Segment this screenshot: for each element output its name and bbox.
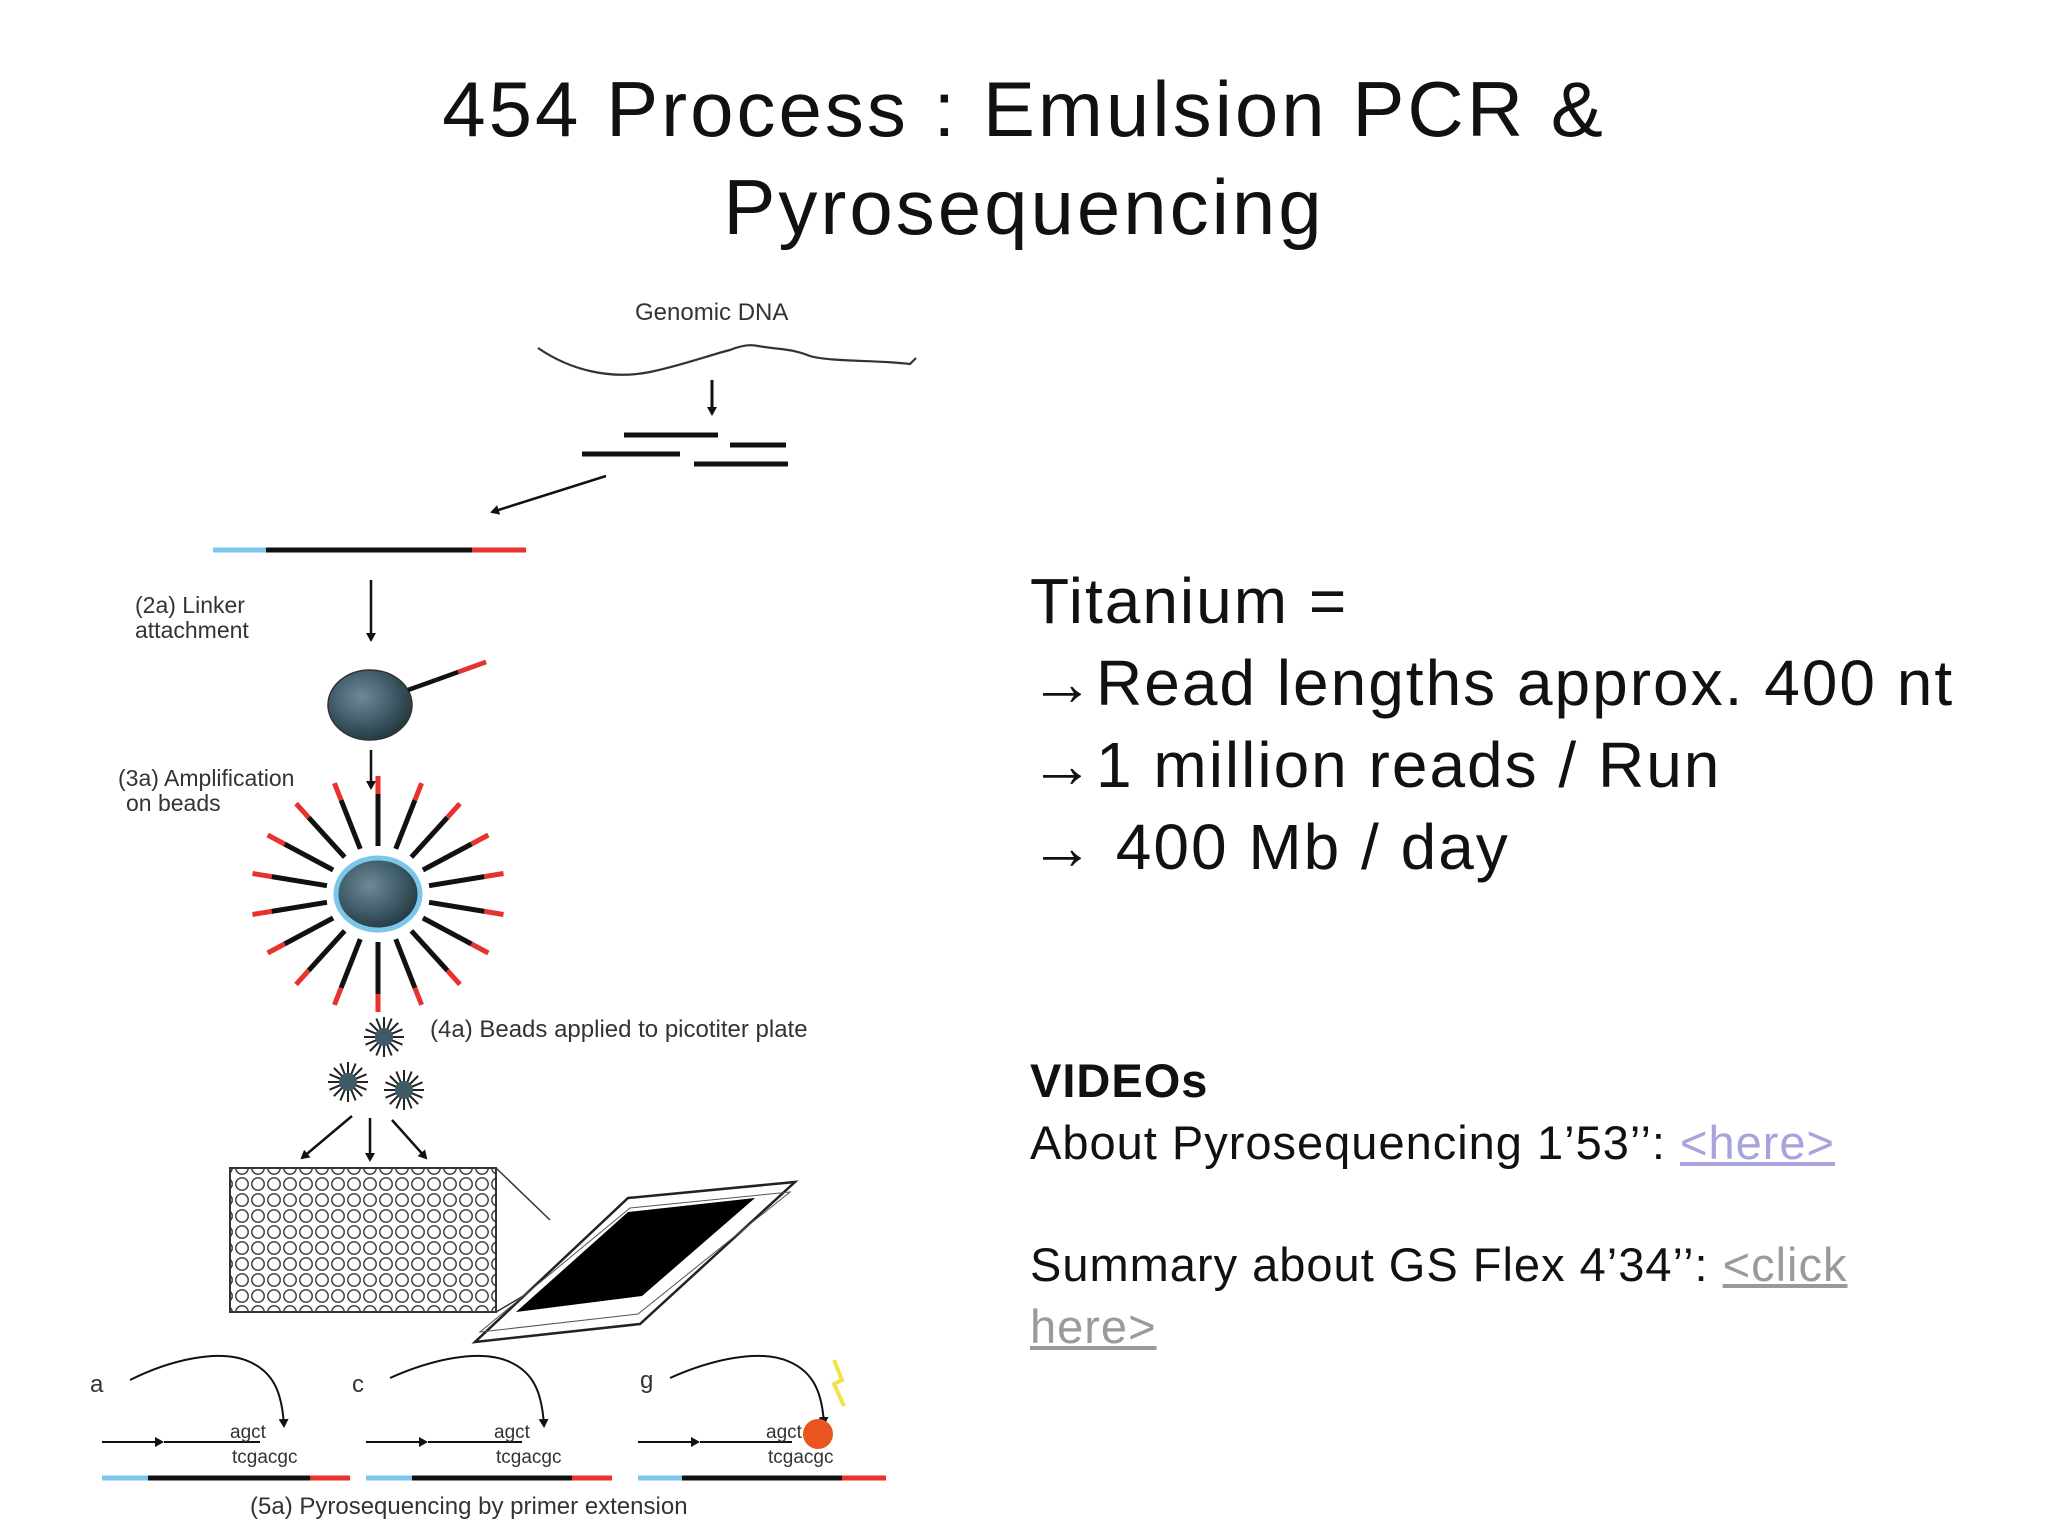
amplified-strand — [421, 915, 473, 947]
small-beads — [328, 1017, 424, 1110]
genomic-dna-strand — [537, 344, 917, 376]
amplified-strand — [306, 815, 347, 859]
video-2-cont: here> — [1030, 1296, 1847, 1358]
picotiter-slide — [471, 1180, 799, 1344]
nucleotide-c-label: c — [352, 1371, 364, 1398]
pyrosequencing-caption: (5a) Pyrosequencing by primer extension — [250, 1493, 688, 1520]
amplified-strand — [421, 841, 473, 873]
amplified-strand — [445, 801, 462, 820]
amplified-strand — [338, 938, 363, 989]
arrow-icon: → — [1030, 647, 1096, 719]
amplified-strand — [306, 929, 347, 973]
amplified-strand — [483, 871, 504, 880]
bullet-mb-per-day: → 400 Mb / day — [1030, 806, 1954, 888]
nucleotide-g-label: g — [640, 1367, 653, 1394]
curved-arrow-a — [129, 1355, 289, 1428]
video-2-link-part-1[interactable]: <click — [1722, 1238, 1848, 1291]
amplified-strand — [294, 968, 311, 987]
amplified-strand — [409, 929, 450, 973]
amplified-strand — [332, 987, 344, 1006]
amplified-strand — [483, 908, 504, 917]
nucleotide-a-label: a — [90, 1371, 104, 1398]
dna-fragments — [582, 432, 788, 467]
slide-title-line-1: 454 Process : Emulsion PCR & — [442, 65, 1606, 153]
slide-title-line-2: Pyrosequencing — [723, 163, 1325, 251]
plate-arrows — [300, 1115, 428, 1162]
seq-agct-c: agct — [494, 1422, 531, 1443]
seq-tcgacgc-c: tcgacgc — [496, 1447, 561, 1468]
amplified-strand — [412, 782, 424, 801]
arrow-icon: → — [1030, 811, 1096, 883]
seq-tcgacgc-a: tcgacgc — [232, 1447, 297, 1468]
bullet-reads-per-run: →1 million reads / Run — [1030, 724, 1954, 806]
amplified-strand — [470, 941, 490, 956]
amplification-label-2: on beads — [126, 790, 221, 816]
curved-arrow-c — [389, 1354, 549, 1428]
titanium-heading: Titanium = — [1030, 565, 1349, 637]
amplified-strand — [332, 782, 344, 801]
videos-section: VIDEOs About Pyrosequencing 1’53’’: <her… — [1030, 1050, 1847, 1358]
amplified-strand — [266, 941, 286, 956]
beads-applied-label: (4a) Beads applied to picotiter plate — [430, 1016, 808, 1043]
amplified-strand — [294, 801, 311, 820]
video-2: Summary about GS Flex 4’34’’: <click — [1030, 1234, 1847, 1296]
amplified-strand — [470, 832, 490, 847]
light-burst-icon — [803, 1419, 833, 1449]
amplified-strand — [412, 987, 424, 1006]
small-bead — [395, 1081, 413, 1099]
seq-agct-a: agct — [230, 1422, 267, 1443]
titanium-points: Titanium = →Read lengths approx. 400 nt … — [1030, 560, 1954, 888]
amplified-bead-strands — [252, 776, 504, 1012]
pyrosequencing-diagram: Genomic DNA (2a) Linker attachment (3a) … — [90, 299, 917, 1520]
amplified-strand — [266, 832, 286, 847]
linker-label-1: (2a) Linker — [135, 592, 245, 618]
bullet-text: 1 million reads / Run — [1096, 729, 1722, 801]
curved-arrow-g — [669, 1354, 829, 1426]
videos-heading: VIDEOs — [1030, 1054, 1209, 1107]
light-flash-icon — [831, 1359, 846, 1407]
amplified-strand — [271, 874, 328, 889]
bullet-read-lengths: →Read lengths approx. 400 nt — [1030, 642, 1954, 724]
video-1-text: About Pyrosequencing 1’53’’: — [1030, 1116, 1681, 1169]
small-bead — [375, 1028, 393, 1046]
amplified-strand — [283, 915, 335, 947]
amplified-strand — [428, 874, 485, 889]
amplified-strand — [393, 938, 418, 989]
amplified-strand — [338, 799, 363, 850]
amplified-strand — [393, 799, 418, 850]
zoom-line-1 — [495, 1167, 551, 1221]
video-1-link[interactable]: <here> — [1680, 1116, 1835, 1169]
seq-tcgacgc-g: tcgacgc — [768, 1447, 833, 1468]
video-1: About Pyrosequencing 1’53’’: <here> — [1030, 1112, 1847, 1174]
video-2-text: Summary about GS Flex 4’34’’: — [1030, 1238, 1723, 1291]
amplified-strand — [252, 871, 273, 880]
picotiter-grid — [229, 1167, 497, 1313]
arrow-icon: → — [1030, 729, 1096, 801]
linker-label-2: attachment — [135, 617, 249, 643]
amplified-strand — [252, 908, 273, 917]
video-2-link-part-2[interactable]: here> — [1030, 1300, 1157, 1353]
bead-strand — [407, 659, 487, 693]
amplified-strand — [409, 815, 450, 859]
small-bead — [339, 1073, 357, 1091]
amplified-strand — [283, 841, 335, 873]
slide-title: 454 Process : Emulsion PCR & Pyrosequenc… — [0, 60, 2048, 256]
genomic-dna-label: Genomic DNA — [635, 299, 788, 326]
bead-amplified — [333, 855, 423, 933]
seq-agct-g: agct — [766, 1422, 803, 1443]
bullet-text: Read lengths approx. 400 nt — [1096, 647, 1955, 719]
spacer — [1030, 1174, 1847, 1234]
amplified-strand — [271, 899, 328, 914]
amplified-strand — [445, 968, 462, 987]
amplified-strand — [428, 899, 485, 914]
amplification-label-1: (3a) Amplification — [118, 765, 294, 791]
bead-single — [327, 669, 413, 741]
bullet-text: 400 Mb / day — [1096, 811, 1510, 883]
diagonal-arrow — [490, 474, 607, 515]
